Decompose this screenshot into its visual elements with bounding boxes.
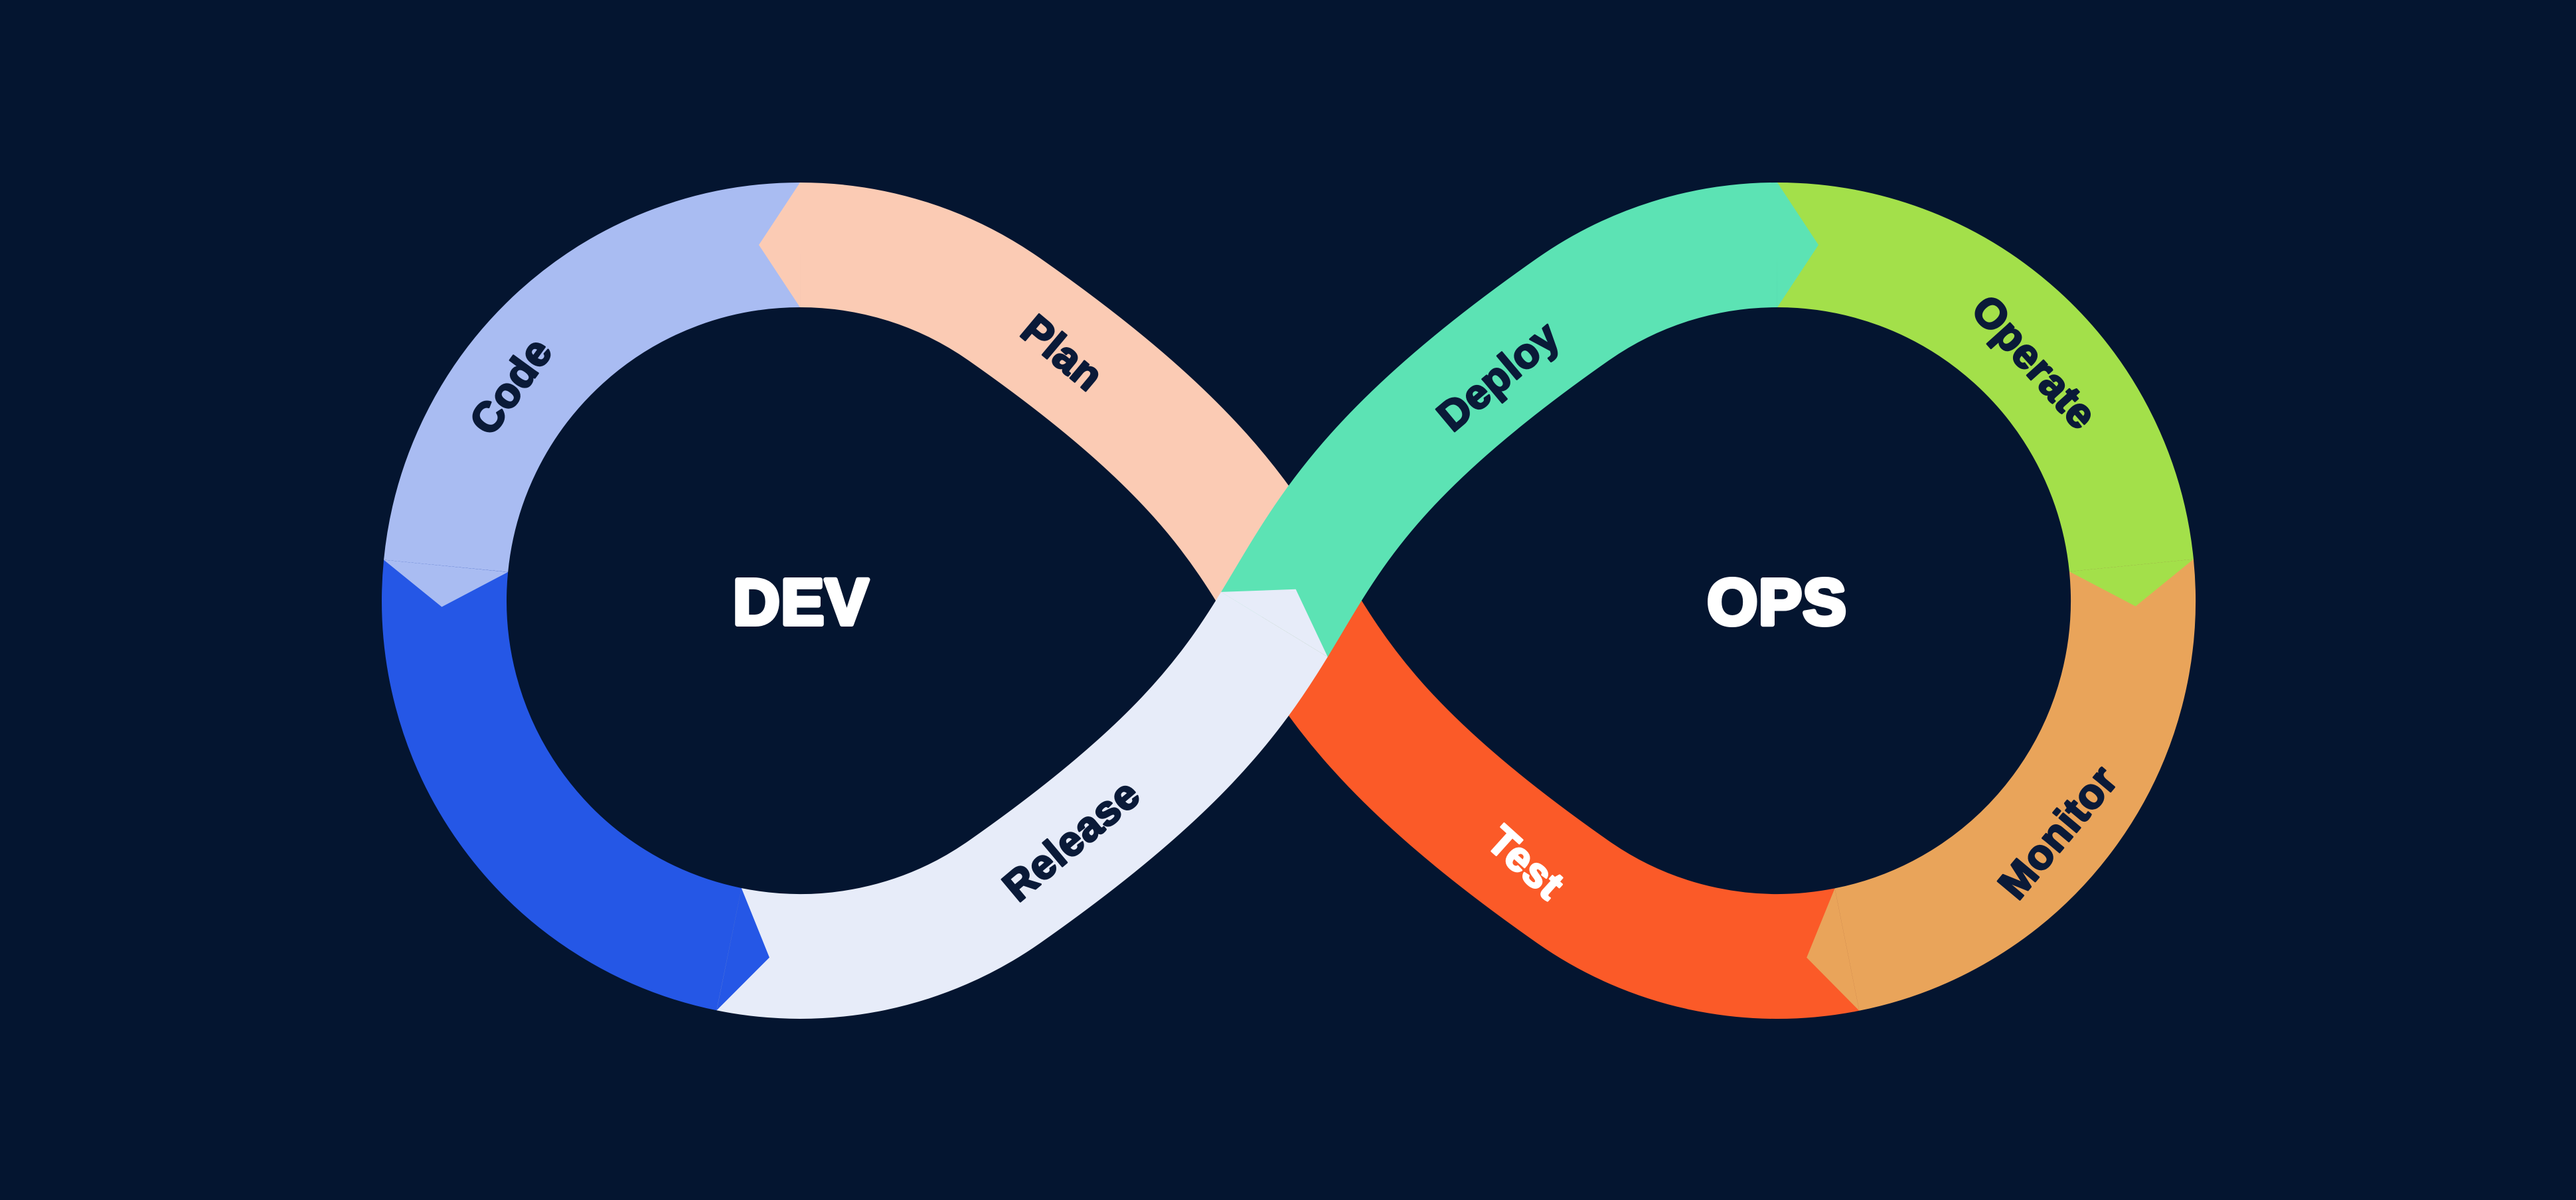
segment-release [716, 591, 1328, 1019]
segment-test [1235, 568, 1860, 1019]
arrow-release-to-deploy-icon [1221, 589, 1328, 657]
arrow-monitor-to-test-icon [1807, 888, 1860, 1011]
segment-deploy [1221, 183, 1779, 657]
arrow-deploy-to-operate-icon [1777, 183, 1818, 307]
arrow-code-to-build-icon [384, 560, 508, 607]
segment-plan [799, 183, 1342, 633]
ops-loop-label: OPS [1708, 566, 1848, 638]
arrow-operate-to-monitor-icon [2069, 559, 2194, 607]
segment-code [384, 183, 801, 573]
segment-build [382, 560, 742, 1011]
segment-monitor [1834, 559, 2196, 1011]
dev-loop-label: DEV [733, 566, 869, 638]
segment-operate [1777, 183, 2194, 573]
arrow-plan-to-code-icon [759, 183, 800, 307]
arrow-build-to-release-icon [716, 888, 769, 1011]
